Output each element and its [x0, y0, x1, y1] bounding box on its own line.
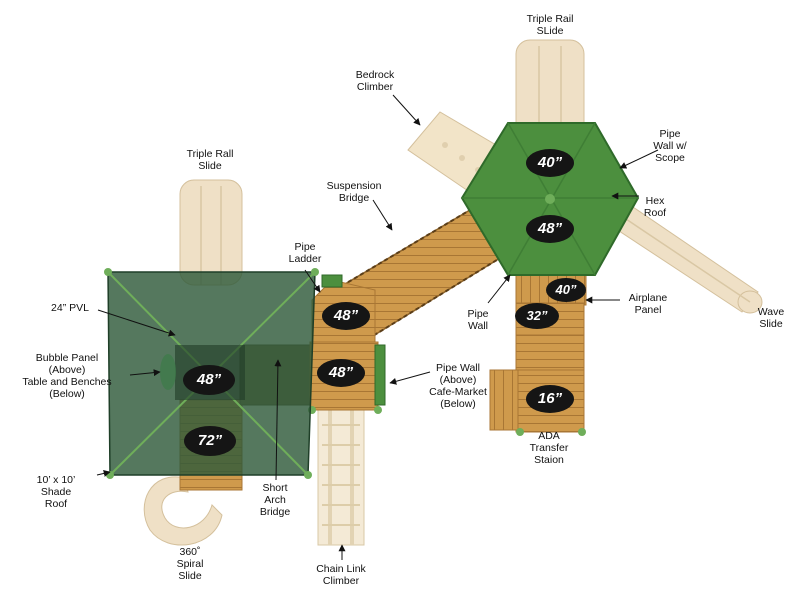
hex-roof: [460, 122, 640, 276]
triple-rail-slide-left: [179, 179, 243, 286]
label-airplane-panel: Airplane Panel: [628, 292, 668, 316]
label-bubble-panel: Bubble Panel (Above) Table and Benches (…: [22, 352, 112, 400]
label-pipe-wall-scope: Pipe Wall w/ Scope: [653, 128, 687, 164]
label-short-arch-bridge: Short Arch Bridge: [259, 482, 291, 518]
ada-transfer-steps: [489, 369, 519, 431]
leader-arrows: [96, 94, 659, 560]
label-ada-transfer: ADA Transfer Staion: [529, 430, 569, 466]
label-hex-roof: Hex Roof: [643, 195, 667, 219]
spiral-slide: [143, 476, 223, 546]
badge-hex-top: 40”: [537, 154, 563, 171]
badge-shade-deck: 48”: [196, 371, 222, 388]
label-pipe-ladder: Pipe Ladder: [288, 241, 322, 265]
label-wave-slide: Wave Slide: [757, 306, 785, 330]
badge-spiral-deck: 72”: [197, 432, 223, 449]
badge-deck-32: 32”: [526, 308, 548, 323]
label-bedrock-climber: Bedrock Climber: [355, 69, 395, 93]
label-pvl: 24” PVL: [51, 302, 89, 314]
badge-deck-16: 16”: [537, 390, 563, 407]
chain-link-climber: [317, 409, 365, 546]
badge-deck-40: 40”: [555, 282, 577, 297]
label-chain-link-climber: Chain Link Climber: [316, 563, 366, 587]
steps: [515, 334, 585, 371]
label-pipe-wall-cafe: Pipe Wall (Above) Cafe-Market (Below): [429, 362, 487, 410]
label-suspension-bridge: Suspension Bridge: [326, 180, 382, 204]
label-shade-roof: 10’ x 10’ Shade Roof: [36, 474, 76, 510]
label-triple-rail-slide-left: Triple Rall Slide: [186, 148, 234, 172]
label-triple-rail-slide-right: Triple Rail SLide: [526, 13, 574, 37]
badge-hex-bottom: 48”: [537, 220, 563, 237]
badge-pipe-deck: 48”: [333, 307, 359, 324]
height-badge-shapes: [183, 149, 586, 456]
label-spiral-slide: 360˚ Spiral Slide: [176, 546, 204, 582]
badge-cafe-deck: 48”: [328, 364, 354, 381]
label-pipe-wall: Pipe Wall: [467, 308, 489, 332]
